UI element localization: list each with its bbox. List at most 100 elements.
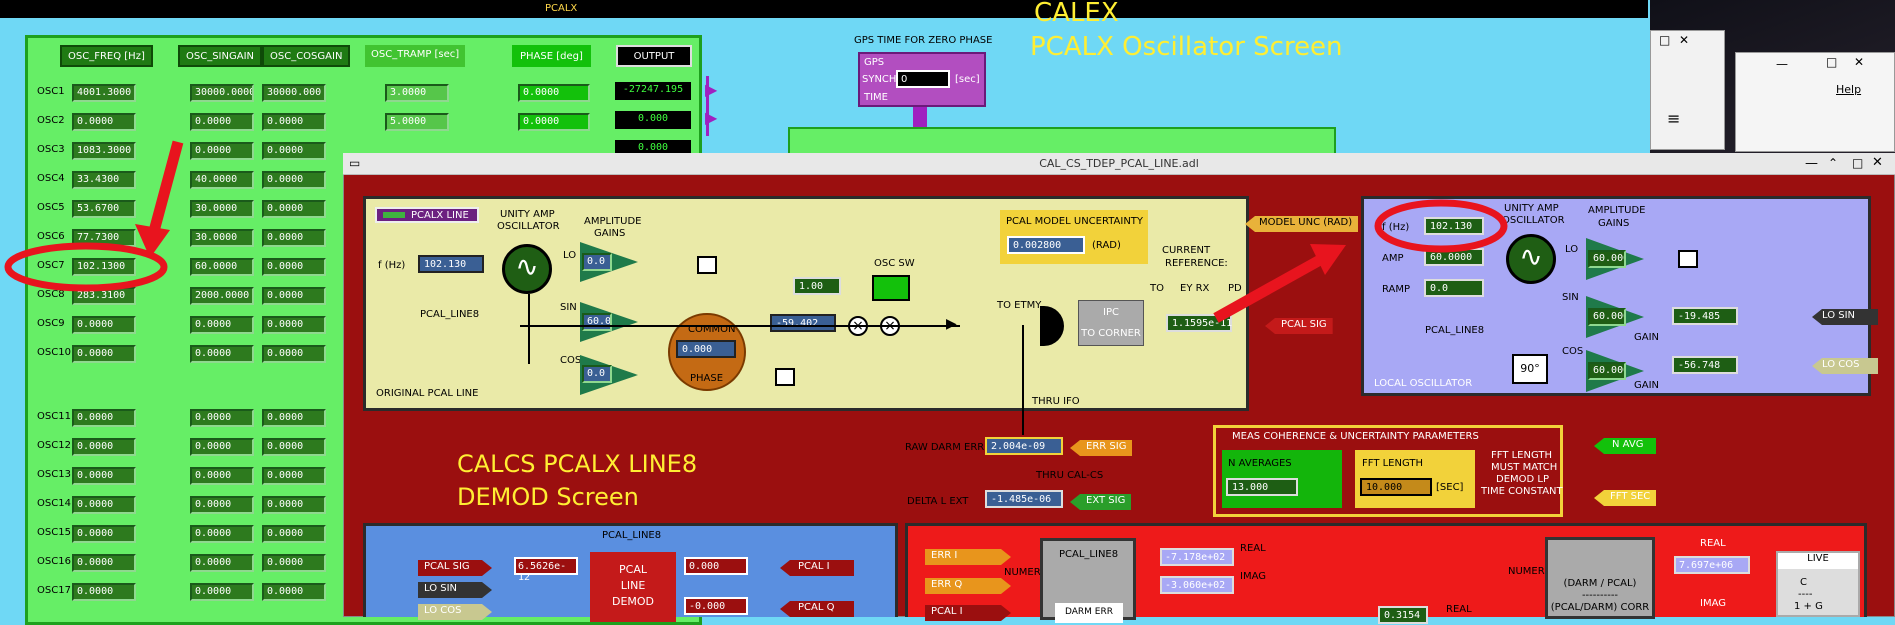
osc-singain-field[interactable]: 30.0000 bbox=[190, 229, 254, 247]
osc-singain-field[interactable]: 0.0000 bbox=[190, 113, 254, 131]
live-block[interactable]: LIVE C ---- 1 + G bbox=[1776, 551, 1860, 617]
lo-cos-gain-value[interactable]: 60.0000 bbox=[1588, 362, 1626, 380]
help-menu[interactable]: Help bbox=[1836, 83, 1862, 96]
maximize-icon[interactable]: □ bbox=[1826, 55, 1838, 69]
ipc-block[interactable]: IPC TO CORNER bbox=[1078, 300, 1144, 346]
numer2-label: NUMER bbox=[1508, 566, 1545, 577]
n-avg-input[interactable]: 13.000 bbox=[1226, 478, 1298, 496]
osc-cosgain-field[interactable]: 0.0000 bbox=[262, 200, 326, 218]
err-i-tag: ERR I bbox=[925, 549, 1011, 565]
filter-icon[interactable] bbox=[775, 368, 795, 386]
osc-cosgain-field[interactable]: 0.0000 bbox=[262, 554, 326, 572]
close-icon[interactable]: ✕ bbox=[1679, 33, 1690, 47]
osc-singain-field[interactable]: 0.0000 bbox=[190, 345, 254, 363]
osc-switch-button[interactable] bbox=[872, 275, 910, 301]
osc-singain-field[interactable]: 30000.0000 bbox=[190, 84, 254, 102]
sin-gain-value[interactable]: 60.0 bbox=[582, 313, 612, 331]
osc-freq-field[interactable]: 77.7300 bbox=[72, 229, 136, 247]
osc-freq-field[interactable]: 0.0000 bbox=[72, 113, 136, 131]
osc-cosgain-field[interactable]: 0.0000 bbox=[262, 409, 326, 427]
osc-cosgain-field[interactable]: 0.0000 bbox=[262, 438, 326, 456]
header-osc-freq: OSC_FREQ [Hz] bbox=[60, 45, 153, 67]
osc-freq-field[interactable]: 4001.3000 bbox=[72, 84, 136, 102]
osc-cosgain-field[interactable]: 0.0000 bbox=[262, 496, 326, 514]
osc-freq-field[interactable]: 0.0000 bbox=[72, 496, 136, 514]
maximize-icon[interactable]: □ bbox=[1852, 156, 1864, 170]
osc-cosgain-field[interactable]: 0.0000 bbox=[262, 316, 326, 334]
model-unc-value[interactable]: 0.002800 bbox=[1007, 236, 1085, 254]
osc-cosgain-field[interactable]: 0.0000 bbox=[262, 229, 326, 247]
osc-cosgain-field[interactable]: 0.0000 bbox=[262, 142, 326, 160]
minimize-icon[interactable]: — bbox=[1776, 57, 1788, 71]
lo-lo-gain-value[interactable]: 60.0000 bbox=[1588, 250, 1626, 268]
osc-singain-field[interactable]: 0.0000 bbox=[190, 496, 254, 514]
osc-freq-field[interactable]: 33.4300 bbox=[72, 171, 136, 189]
ramp-value[interactable]: 0.0 bbox=[1424, 279, 1484, 297]
common-phase-value[interactable]: 0.000 bbox=[676, 340, 736, 358]
amp-value[interactable]: 60.0000 bbox=[1424, 248, 1484, 266]
close-icon[interactable]: ✕ bbox=[1872, 155, 1883, 170]
osc-freq-field[interactable]: 1083.3000 bbox=[72, 142, 136, 160]
osc-freq-field[interactable]: 0.0000 bbox=[72, 554, 136, 572]
osc-freq-field[interactable]: 0.0000 bbox=[72, 467, 136, 485]
pcal-line-demod-block[interactable]: PCAL LINE DEMOD bbox=[590, 552, 676, 622]
osc-singain-field[interactable]: 0.0000 bbox=[190, 316, 254, 334]
osc-cosgain-field[interactable]: 0.0000 bbox=[262, 467, 326, 485]
osc-singain-field[interactable]: 40.0000 bbox=[190, 171, 254, 189]
osc-cosgain-field[interactable]: 0.0000 bbox=[262, 258, 326, 276]
switch-gain-value[interactable]: 1.00 bbox=[793, 277, 841, 295]
osc-freq-field[interactable]: 0.0000 bbox=[72, 583, 136, 601]
osc-label: OSC15 bbox=[37, 527, 71, 538]
close-icon[interactable]: □ bbox=[1659, 33, 1671, 47]
ext-sig-tag: EXT SIG bbox=[1070, 494, 1132, 510]
osc-singain-field[interactable]: 0.0000 bbox=[190, 525, 254, 543]
osc-cosgain-field[interactable]: 0.0000 bbox=[262, 345, 326, 363]
osc-singain-field[interactable]: 60.0000 bbox=[190, 258, 254, 276]
f-hz-value[interactable]: 102.130 bbox=[418, 255, 484, 273]
osc-singain-field[interactable]: 0.0000 bbox=[190, 467, 254, 485]
header-osc-tramp: OSC_TRAMP [sec] bbox=[365, 45, 466, 67]
osc-singain-field[interactable]: 0.0000 bbox=[190, 142, 254, 160]
osc-tramp-field[interactable]: 5.0000 bbox=[385, 113, 449, 131]
osc-freq-field[interactable]: 0.0000 bbox=[72, 316, 136, 334]
osc-singain-field[interactable]: 30.0000 bbox=[190, 200, 254, 218]
imag2-label: IMAG bbox=[1700, 598, 1726, 609]
osc-cosgain-field[interactable]: 0.0000 bbox=[262, 171, 326, 189]
lo-gain-value[interactable]: 0.0 bbox=[582, 253, 612, 271]
pcalx-line-button[interactable]: PCALX LINE bbox=[375, 207, 479, 223]
osc-freq-field[interactable]: 0.0000 bbox=[72, 438, 136, 456]
osc-freq-field[interactable]: 0.0000 bbox=[72, 409, 136, 427]
darm-err-block[interactable]: PCAL_LINE8 DARM ERR bbox=[1040, 538, 1136, 623]
osc-singain-field[interactable]: 0.0000 bbox=[190, 583, 254, 601]
osc-cosgain-field[interactable]: 0.0000 bbox=[262, 113, 326, 131]
osc-freq-field[interactable]: 0.0000 bbox=[72, 345, 136, 363]
osc-cosgain-field[interactable]: 0.0000 bbox=[262, 583, 326, 601]
fft-input[interactable]: 10.000 bbox=[1360, 478, 1432, 496]
minimize-icon[interactable]: — bbox=[1805, 156, 1818, 171]
osc-freq-field[interactable]: 0.0000 bbox=[72, 525, 136, 543]
cos-gain-value[interactable]: 0.0 bbox=[582, 365, 612, 383]
filter-icon[interactable] bbox=[697, 256, 717, 274]
osc-phase-field[interactable]: 0.0000 bbox=[518, 113, 590, 131]
osc-freq-field[interactable]: 102.1300 bbox=[72, 258, 136, 276]
lo-sin-gain-value[interactable]: 60.0000 bbox=[1588, 308, 1626, 326]
gps-time-input[interactable]: 0 bbox=[896, 70, 950, 88]
darm-pcal-block[interactable]: (DARM / PCAL) ---------- (PCAL/DARM) COR… bbox=[1545, 537, 1655, 619]
close-icon[interactable]: ✕ bbox=[1854, 55, 1865, 69]
osc-singain-field[interactable]: 0.0000 bbox=[190, 409, 254, 427]
osc-tramp-field[interactable]: 3.0000 bbox=[385, 84, 449, 102]
osc-freq-field[interactable]: 53.6700 bbox=[72, 200, 136, 218]
osc-cosgain-field[interactable]: 30000.000 bbox=[262, 84, 326, 102]
osc-singain-field[interactable]: 0.0000 bbox=[190, 554, 254, 572]
osc-cosgain-field[interactable]: 0.0000 bbox=[262, 525, 326, 543]
osc-singain-field[interactable]: 2000.0000 bbox=[190, 287, 254, 305]
menu-icon[interactable]: ≡ bbox=[1667, 109, 1681, 128]
restore-icon[interactable]: ⌃ bbox=[1828, 156, 1839, 170]
osc-freq-field[interactable]: 283.3100 bbox=[72, 287, 136, 305]
lo-sin-output: -19.485 bbox=[1672, 307, 1738, 325]
osc-phase-field[interactable]: 0.0000 bbox=[518, 84, 590, 102]
filter-icon[interactable] bbox=[1678, 250, 1698, 268]
osc-cosgain-field[interactable]: 0.0000 bbox=[262, 287, 326, 305]
lo-f-value[interactable]: 102.130 bbox=[1424, 217, 1484, 235]
osc-singain-field[interactable]: 0.0000 bbox=[190, 438, 254, 456]
